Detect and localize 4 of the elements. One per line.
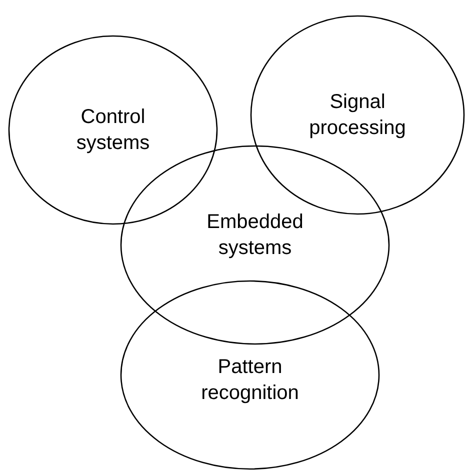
ellipse-label: Control systems xyxy=(75,105,151,156)
ellipse-label: Signal processing xyxy=(308,90,407,141)
ellipse-label: Embedded systems xyxy=(206,210,304,261)
ellipse-label: Pattern recognition xyxy=(200,355,300,406)
